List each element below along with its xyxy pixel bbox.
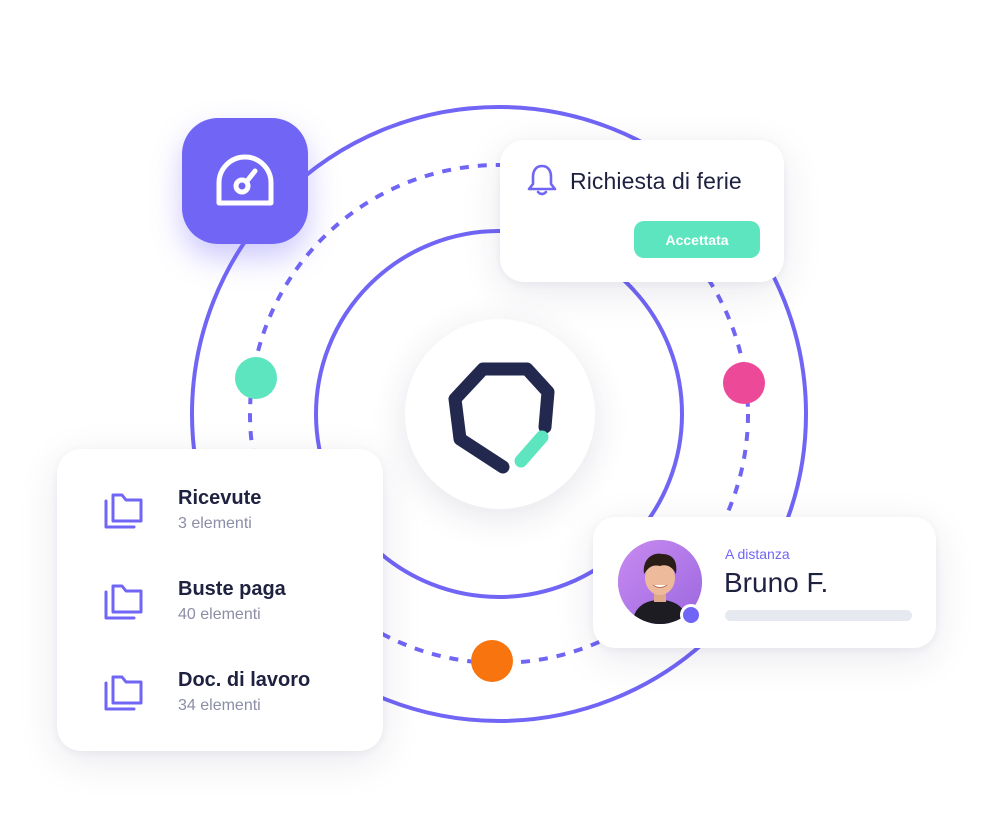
folder-icon [104,675,143,711]
work-location: A distanza [725,546,790,562]
dashboard-app-tile[interactable] [182,118,308,244]
document-folder-buste-paga[interactable]: Buste paga 40 elementi [103,578,363,638]
dashed-orbit-ring [248,163,750,665]
document-folder-count: 3 elementi [178,515,252,532]
document-folder-count: 34 elementi [178,697,261,714]
placeholder-bar [725,610,912,621]
gauge-icon [216,154,274,206]
vacation-request-card: Richiesta di ferie Accettata [500,140,784,282]
document-folder-name: Ricevute [178,487,262,509]
bell-icon [527,164,557,196]
brand-logo-icon [448,362,555,474]
employee-profile-card[interactable]: A distanza Bruno F. [593,517,936,648]
documents-card: Ricevute 3 elementi Buste paga 40 elemen… [57,449,383,751]
document-folder-name: Doc. di lavoro [178,669,311,691]
avatar-photo [618,540,702,624]
accepted-button[interactable]: Accettata [634,221,760,258]
document-folder-ricevute[interactable]: Ricevute 3 elementi [103,487,363,547]
outer-orbit-ring [190,105,808,723]
inner-orbit-ring [314,229,684,599]
folder-icon [104,493,143,529]
employee-name: Bruno F. [724,567,829,598]
orbit-dot-green [235,357,277,399]
online-status-dot [680,604,702,626]
vacation-request-title: Richiesta di ferie [570,168,742,194]
orbit-dot-orange [471,640,513,682]
folder-icon [104,584,143,620]
center-logo [405,319,595,509]
orbit-dot-pink [723,362,765,404]
document-folder-doc-di-lavoro[interactable]: Doc. di lavoro 34 elementi [103,669,363,729]
document-folder-count: 40 elementi [178,606,261,623]
document-folder-name: Buste paga [178,578,286,600]
